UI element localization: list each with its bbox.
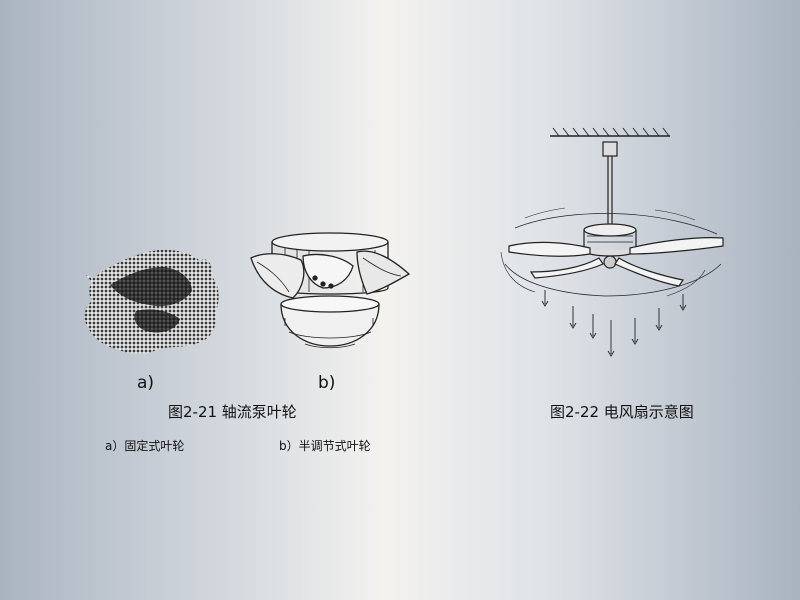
fixed-impeller-image [84, 249, 219, 355]
semi-adjustable-impeller-image [250, 232, 411, 349]
figure-2-21-note-a: a）固定式叶轮 [105, 439, 185, 453]
figure-2-21-label-a: a) [137, 373, 155, 393]
figure-2-22-caption: 图2-22 电风扇示意图 [550, 403, 694, 421]
figure-2-21-label-b: b) [318, 373, 336, 393]
ceiling-fan-image [500, 127, 724, 357]
figure-2-21-caption: 图2-21 轴流泵叶轮 [168, 403, 297, 421]
figure-2-21-note-b: b）半调节式叶轮 [279, 439, 371, 453]
